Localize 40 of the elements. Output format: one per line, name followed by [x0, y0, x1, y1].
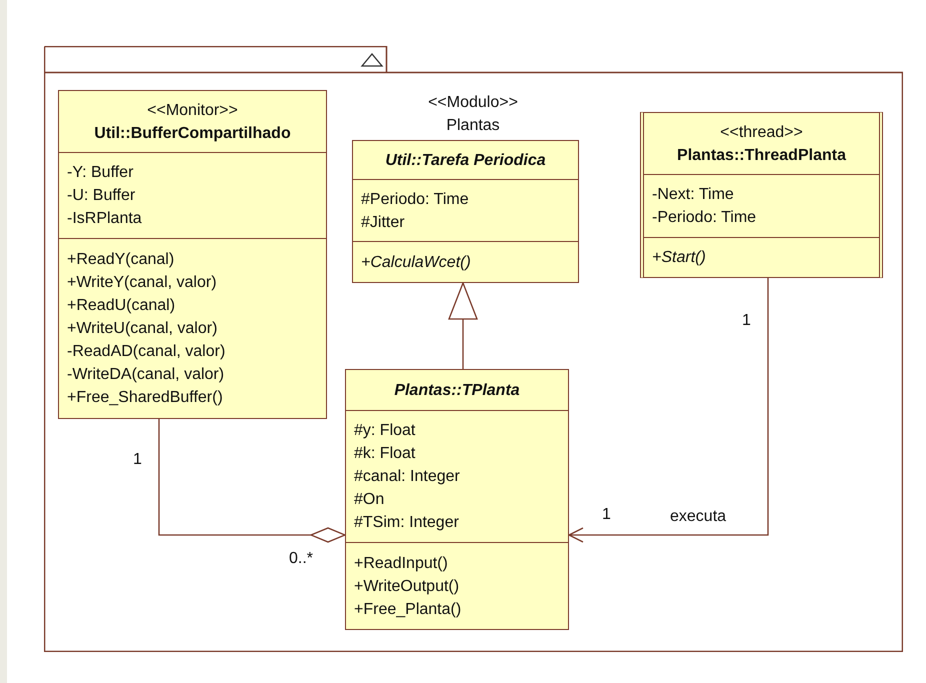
attribute-text: #k: Float	[354, 444, 416, 464]
attribute-text: -Y: Buffer	[67, 163, 134, 183]
operation-text: -ReadAD(canal, valor)	[67, 342, 226, 362]
attribute-text: #Periodo: Time	[361, 190, 469, 210]
attribute-text: -IsRPlanta	[67, 209, 142, 229]
operation-text: +ReadU(canal)	[67, 296, 176, 316]
package-frame	[44, 46, 903, 652]
attribute-text: -U: Buffer	[67, 186, 136, 206]
operation-text: +WriteOutput()	[354, 576, 460, 596]
class-box	[640, 112, 883, 278]
operation-text: +ReadInput()	[354, 554, 448, 574]
operation-text: +WriteU(canal, valor)	[67, 319, 218, 339]
class-name: Util::Tarefa Periodica	[385, 150, 546, 170]
operation-text: +WriteY(canal, valor)	[67, 273, 217, 293]
attribute-text: -Periodo: Time	[652, 208, 756, 228]
attribute-text: #y: Float	[354, 421, 416, 441]
class-name: Plantas::TPlanta	[394, 380, 520, 400]
stereotype-label: <<thread>>	[720, 122, 803, 142]
operation-text: -WriteDA(canal, valor)	[67, 365, 224, 385]
operation-text: +Start()	[652, 248, 706, 268]
attribute-text: #On	[354, 490, 384, 510]
operation-text: +CalculaWcet()	[361, 252, 471, 272]
package-name: Plantas	[446, 116, 500, 136]
class-box	[58, 90, 327, 419]
class-name: Util::BufferCompartilhado	[94, 124, 291, 144]
stereotype-label: <<Monitor>>	[147, 100, 238, 120]
attribute-text: #TSim: Integer	[354, 513, 459, 533]
class-name: Plantas::ThreadPlanta	[677, 146, 846, 166]
association-arrow	[568, 278, 769, 543]
attribute-text: #canal: Integer	[354, 467, 460, 487]
stereotype-label: <<Modulo>>	[428, 93, 518, 113]
generalization-arrow	[448, 282, 478, 369]
operation-text: +Free_Planta()	[354, 600, 462, 620]
aggregation-line	[158, 419, 346, 543]
class-box	[352, 140, 579, 283]
attribute-text: #Jitter	[361, 212, 405, 232]
class-box	[345, 369, 569, 630]
attribute-text: -Next: Time	[652, 185, 734, 205]
operation-text: +Free_SharedBuffer()	[67, 388, 223, 408]
operation-text: +ReadY(canal)	[67, 250, 174, 270]
